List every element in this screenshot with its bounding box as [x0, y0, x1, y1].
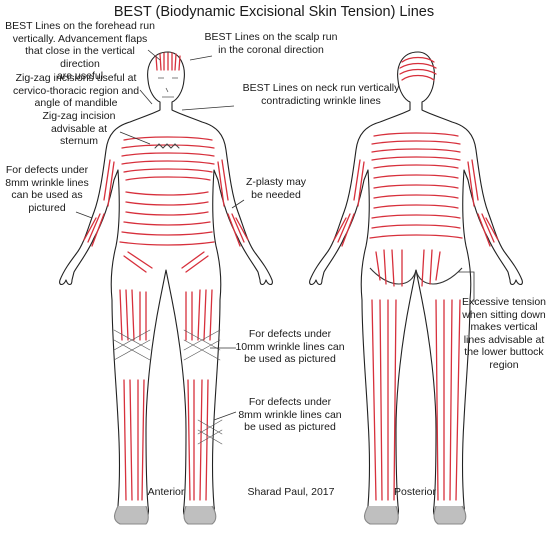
- annotation-forehead: BEST Lines on the forehead run verticall…: [5, 20, 155, 82]
- posterior-body: [309, 51, 523, 523]
- view-label-anterior: Anterior: [147, 486, 185, 498]
- annotation-neck: BEST Lines on neck run vertically contra…: [242, 82, 400, 107]
- annotation-zigzag-cervico: Zig-zag incisions useful at cervico-thor…: [12, 72, 140, 109]
- view-label-posterior: Posterior: [393, 486, 436, 498]
- annotation-zplasty: Z-plasty may be needed: [245, 176, 307, 201]
- posterior-figure: [309, 51, 523, 525]
- anterior-head: [59, 51, 273, 523]
- posterior-best-lines: [333, 56, 499, 501]
- annotation-excessive-tension: Excessive tension when sitting down make…: [461, 296, 547, 371]
- annotation-defects-10mm: For defects under 10mm wrinkle lines can…: [235, 328, 345, 365]
- annotation-defects-8mm-leg: For defects under 8mm wrinkle lines can …: [238, 396, 342, 433]
- leader-lines: [75, 49, 475, 421]
- anterior-best-lines: [83, 52, 249, 501]
- annotation-zigzag-sternum: Zig-zag incision advisable at sternum: [42, 110, 116, 147]
- annotation-defects-8mm-arm: For defects under 8mm wrinkle lines can …: [5, 164, 89, 214]
- annotation-scalp: BEST Lines on the scalp run in the coron…: [204, 31, 338, 56]
- diagram-title: BEST (Biodynamic Excisional Skin Tension…: [113, 4, 435, 20]
- credit: Sharad Paul, 2017: [247, 486, 335, 498]
- anterior-figure: [59, 51, 273, 525]
